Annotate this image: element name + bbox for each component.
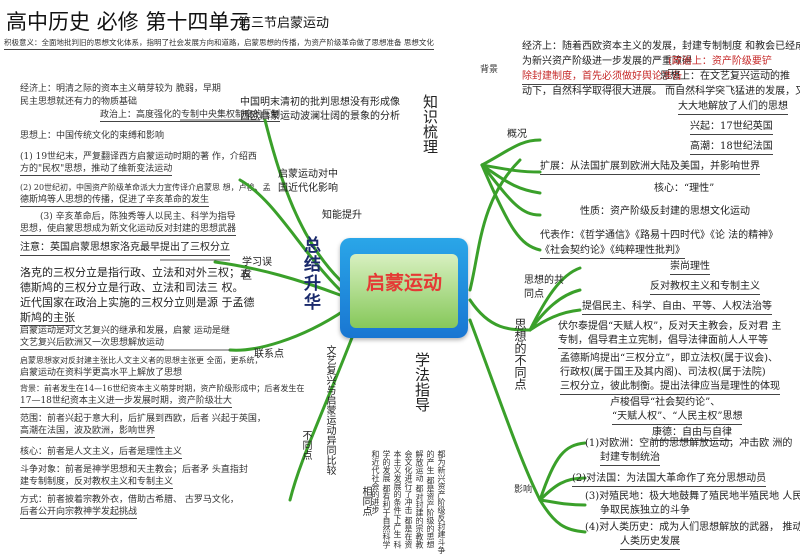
- nature: 性质：资产阶级反封建的思想文化运动: [580, 206, 750, 217]
- montesquieu-2: 行政权(属于国王及其内阁)、司法权(属于法院): [560, 367, 766, 378]
- differences-label: 思想的不同点: [513, 318, 527, 390]
- left-impact-1a: (1) 19世纪末，严复翻译西方启蒙运动时期的著 作，介绍西: [20, 152, 257, 162]
- diff-target-2: 建专制制度，反对教权主义和专制主义: [20, 477, 174, 489]
- link-line-1: 启蒙运动是对文艺复兴的继承和发展，启蒙 运动是继: [20, 326, 230, 336]
- diff-core: 核心：前者是人文主义，后者是理性主义: [20, 447, 183, 459]
- link-line-2: 文艺复兴后欧洲又一次思想解放运动: [20, 338, 165, 350]
- influence-1b: 封建专制统治: [600, 451, 660, 466]
- bg-thought-2: 动下，自然科学取得很大进展。 而自然科学突飞猛进的发展，又: [522, 86, 800, 97]
- left-impact-3a: (3) 辛亥革命后，陈独秀等人以民主、科学为指导: [40, 212, 236, 222]
- common-3: 提倡民主、科学、自由、平等、人权法治等: [582, 300, 772, 315]
- comparison-label: 文艺复兴与启蒙运动异同比较: [324, 345, 335, 475]
- left-econ-line-1: 经济上：明清之际的资本主义萌芽较为 脆弱，早期: [20, 84, 221, 94]
- influence-3b: 争取民族独立的斗争: [600, 504, 690, 519]
- peak-time: 高潮：18世纪法国: [690, 140, 773, 155]
- summary-label: 总结升华: [300, 236, 320, 312]
- core-topic-title: 启蒙运动: [365, 272, 442, 294]
- page-subtitle: 第三节启蒙运动: [238, 16, 330, 31]
- method-guide-label: 学法指导: [413, 352, 431, 412]
- separation-line-3: 近代国家在政治上实施的三权分立则是源 于孟德: [20, 296, 255, 309]
- common-points-label: 思想的共同点: [524, 275, 564, 300]
- impact-on-china-1: 启蒙运动对中: [278, 169, 338, 180]
- left-impact-3b: 思想，使启蒙思想成为新文化运动反对封建的思想武器: [20, 224, 237, 236]
- influence-3a: (3)对殖民地：极大地鼓舞了殖民地半殖民地 人民: [585, 491, 800, 502]
- left-politics-line: 政治上：高度强化的专制中央集权制度的压制: [100, 110, 281, 122]
- separation-line-2: 德斯鸠的三权分立是行政、立法和司法三 权。: [20, 281, 244, 294]
- influence-4b: 人类历史发展: [620, 535, 680, 550]
- spread: 扩展：从法国扩展到欧洲大陆及美国，并影响世界: [540, 160, 760, 175]
- montesquieu-1: 孟德斯鸠提出“三权分立”，即立法权(属于议会)、: [560, 353, 779, 364]
- top-strip-text: 积极意义：全面地批判旧的思想文化体系，指明了社会发展方向和道路，启蒙思想的传播，…: [4, 37, 434, 50]
- rise-time: 兴起：17世纪英国: [690, 120, 773, 135]
- knowledge-review-label: 知识梳理: [421, 94, 439, 154]
- left-impact-1b: 方的"民权"思想，推动了维新变法运动: [20, 164, 173, 176]
- left-impact-2a: (2) 20世纪初，中国资产阶级革命派大力宣传译介启蒙思 想，卢梭、孟: [20, 183, 271, 192]
- link-line-3: 启蒙思想家对反封建主张比人文主义者的思想主张更 全面，更系统，: [20, 356, 263, 365]
- common-1: 崇尚理性: [670, 260, 710, 275]
- china-analysis-2: 西欧启蒙运动波澜壮阔的景象的分析: [240, 111, 400, 122]
- left-impact-2b: 德斯鸠等人思想的传播，促进了辛亥革命的发生: [20, 195, 210, 207]
- bg-thought-3: 大大地解放了人们的思想: [678, 100, 788, 115]
- common-2: 反对教权主义和专制主义: [650, 280, 760, 295]
- diff-method-2: 后者公开向宗教神学发起挑战: [20, 507, 138, 519]
- core-idea: 核心：“理性”: [654, 183, 715, 194]
- separation-line-4: 斯鸠的主张: [20, 311, 75, 326]
- overview-label: 概况: [507, 129, 527, 140]
- diff-scope-1: 范围：前者兴起于意大利，后扩展到西欧，后者 兴起于英国，: [20, 414, 266, 424]
- left-thought-line: 思想上：中国传统文化的束缚和影响: [20, 131, 165, 141]
- bg-politics-2: 除封建制度，首先必须做好舆论准备: [522, 70, 682, 85]
- knowledge-upgrade-label: 知能提升: [322, 210, 362, 221]
- bg-econ-1: 经济上：随着西欧资本主义的发展，封建专制制度 和教会已经成: [522, 41, 800, 52]
- montesquieu-3: 三权分立，彼此制衡。提出法律应当是理性的体现: [560, 380, 780, 395]
- rousseau-1: 卢梭倡导“社会契约论”、: [610, 397, 721, 408]
- china-analysis-1: 中国明末清初的批判思想没有形成像: [240, 97, 400, 108]
- core-topic-badge: 启蒙运动: [340, 238, 468, 338]
- impact-on-china-2: 国近代化影响: [278, 183, 338, 194]
- influence-label: 影响: [514, 485, 533, 495]
- diff-target-1: 斗争对象：前者是神学思想和天主教会；后者矛 头直指封: [20, 465, 248, 475]
- diff-background-2: 17—18世纪资本主义进一步发展时期，资产阶级壮大: [20, 396, 232, 408]
- works-1: 代表作：《哲学通信》《路易十四时代》《论 法的精神》: [540, 230, 779, 241]
- similarity-label: 相同点: [360, 486, 371, 516]
- bg-politics-1: (政治上：资产阶级要铲: [668, 55, 772, 70]
- background-label: 背景: [480, 65, 499, 75]
- voltaire-2: 专制，倡导君主立宪制，倡导法律面前人人平等: [558, 334, 768, 349]
- bg-thought-1: 思想上：在文艺复兴运动的推: [660, 71, 790, 82]
- left-econ-line-2: 民主思想就还有力的物质基础: [20, 97, 138, 107]
- link-line-4: 启蒙运动在资料学更高水平上解放了思想: [20, 368, 183, 380]
- works-2: 《社会契约论》《纯粹理性批判》: [540, 244, 685, 259]
- influence-4a: (4)对人类历史：成为人们思想解放的武器， 推动: [585, 522, 800, 533]
- learning-mistakes-label: 学习误区: [242, 257, 272, 282]
- separation-line-1: 洛克的三权分立是指行政、立法和对外三权；孟: [20, 266, 251, 279]
- connection-label: 联系点: [254, 349, 284, 360]
- note-locke: 注意：英国启蒙思想家洛克最早提出了三权分立: [20, 241, 230, 256]
- influence-2: (2)对法国：为法国大革命作了充分思想动员: [572, 472, 767, 487]
- bg-econ-2: 为新兴资产阶级进一步发展的严重障碍: [522, 56, 692, 67]
- rousseau-2: “天赋人权”、“人民主权”思想: [612, 410, 743, 425]
- voltaire-1: 伏尔泰提倡“天赋人权”，反对天主教会，反对君 主: [558, 321, 782, 332]
- similarity-columns: 都为新兴资产阶级反封建斗争的产生 都是资产阶级的思想解放运动 都对封建的宗教教会…: [371, 450, 446, 554]
- difference-label: 不同点: [300, 430, 311, 460]
- diff-method-1: 方式：前者披着宗教外衣，借助古希腊、 古罗马文化，: [20, 495, 239, 505]
- diff-scope-2: 高潮在法国，波及欧洲，影响世界: [20, 426, 156, 438]
- influence-1a: (1)对欧洲：空前的思想解放运动，冲击欧 洲的: [585, 438, 793, 449]
- page-title: 高中历史 必修 第十四单元: [6, 10, 251, 34]
- diff-background-1: 背景：前者发生在14—16世纪资本主义萌芽时期，资产阶级形成中；后者发生在: [20, 384, 305, 393]
- kant: 康德：自由与自律: [652, 426, 732, 441]
